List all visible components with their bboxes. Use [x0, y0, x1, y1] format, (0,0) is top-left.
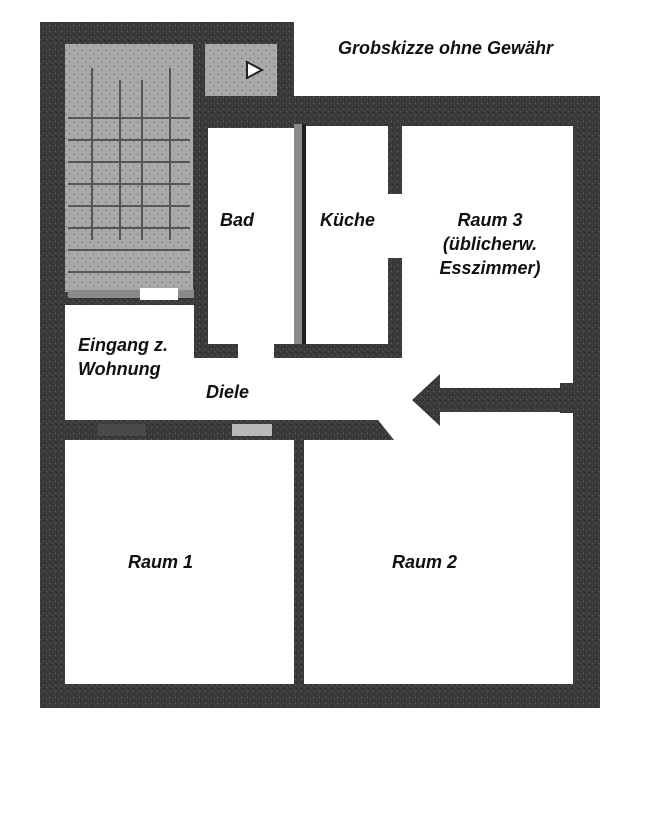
label-eingang: Eingang z. Wohnung: [78, 333, 168, 381]
label-raum2: Raum 2: [392, 552, 458, 572]
main-wall-left: [40, 22, 65, 708]
label-raum3-line2: (üblicherw.: [442, 234, 538, 254]
label-raum3-line1: Raum 3: [457, 210, 523, 230]
room-raum1: [65, 447, 295, 684]
main-wall-top: [185, 96, 600, 126]
label-diele: Diele: [206, 382, 250, 402]
interior-walls: [65, 124, 573, 684]
label-eingang-line1: Eingang z.: [78, 335, 168, 355]
label-raum3: Raum 3 (üblicherw. Esszimmer): [420, 208, 560, 280]
label-raum3-line3: Esszimmer): [439, 258, 541, 278]
main-wall-bottom: [40, 684, 600, 708]
label-kueche: Küche: [320, 210, 376, 230]
entrance-arrow: [412, 374, 565, 426]
main-wall-right: [573, 96, 600, 708]
staircase: [65, 44, 277, 300]
label-eingang-line2: Wohnung: [78, 359, 161, 379]
label-bad: Bad: [220, 210, 255, 230]
caption: Grobskizze ohne Gewähr: [338, 38, 554, 58]
label-raum1: Raum 1: [128, 552, 194, 572]
room-raum2: [304, 440, 573, 684]
